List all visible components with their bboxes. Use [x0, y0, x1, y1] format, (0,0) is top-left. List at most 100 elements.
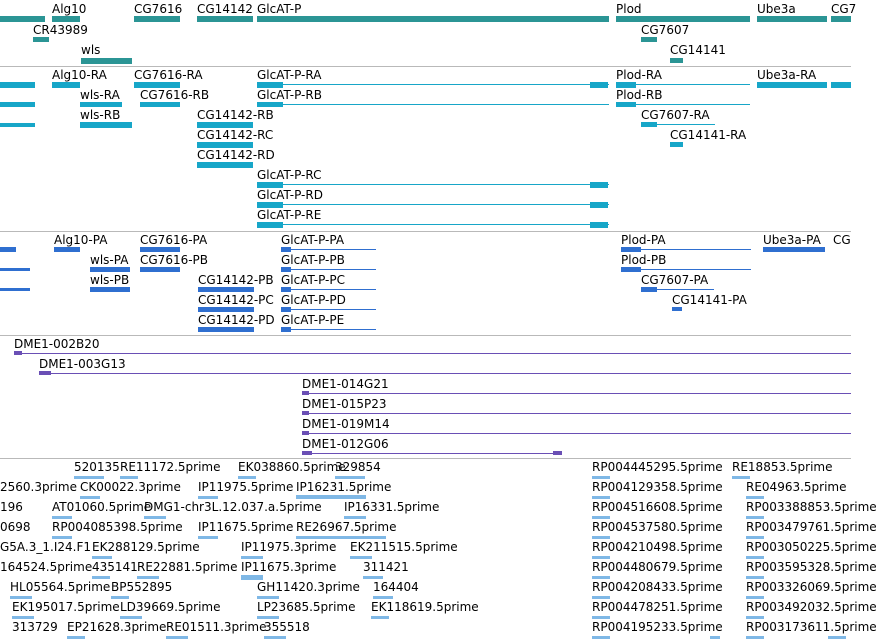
est-label[interactable]: DMG1-chr3L.12.037.a.5prime — [144, 500, 322, 514]
gene-label[interactable]: Ube3a — [757, 2, 796, 16]
est-feature[interactable] — [592, 616, 610, 619]
transcript-label[interactable]: Plod-RB — [616, 88, 663, 102]
transcript-feature[interactable] — [197, 162, 253, 168]
est-label[interactable]: CK00022.3prime — [80, 480, 181, 494]
transcript-feature[interactable] — [197, 122, 253, 128]
transcript-feature[interactable] — [257, 82, 283, 88]
est-feature[interactable] — [371, 616, 389, 619]
clone-end[interactable] — [302, 411, 309, 415]
protein-feature[interactable] — [641, 287, 657, 292]
transcript-label[interactable]: GlcAT-P-RB — [257, 88, 322, 102]
est-feature[interactable] — [74, 476, 104, 479]
est-feature[interactable] — [296, 536, 386, 539]
est-feature[interactable] — [828, 636, 846, 639]
transcript-label[interactable]: GlcAT-P-RD — [257, 188, 323, 202]
est-label[interactable]: RP004516608.5prime — [592, 500, 723, 514]
transcript-label[interactable]: CG7616-RA — [134, 68, 203, 82]
protein-feature[interactable] — [621, 267, 641, 272]
clone-label[interactable]: DME1-002B20 — [14, 337, 100, 351]
est-label[interactable]: IP11975.5prime — [198, 480, 294, 494]
gene-label[interactable]: wls — [81, 43, 101, 57]
protein-label[interactable]: wls-PB — [90, 273, 130, 287]
transcript-feature[interactable] — [831, 82, 851, 88]
transcript-feature[interactable] — [134, 82, 180, 88]
est-feature[interactable] — [373, 596, 393, 599]
clone-label[interactable]: DME1-003G13 — [39, 357, 126, 371]
est-feature[interactable] — [746, 516, 764, 519]
est-feature[interactable] — [592, 476, 610, 479]
est-feature[interactable] — [10, 596, 32, 599]
protein-label[interactable]: CG7607-PA — [641, 273, 709, 287]
transcript-feature[interactable] — [590, 222, 608, 228]
est-label[interactable]: 435141 — [92, 560, 138, 574]
protein-feature[interactable] — [90, 267, 130, 272]
est-label[interactable]: RP004208433.5prime — [592, 580, 723, 594]
est-feature[interactable] — [710, 636, 720, 639]
clone-end[interactable] — [302, 391, 309, 395]
est-feature[interactable] — [166, 636, 188, 639]
protein-label[interactable]: GlcAT-P-PE — [281, 313, 345, 327]
est-feature[interactable] — [746, 576, 764, 579]
transcript-label[interactable]: wls-RB — [80, 108, 121, 122]
est-label[interactable]: RP003479761.5prime — [746, 520, 877, 534]
protein-label[interactable]: CG7616-PB — [140, 253, 209, 267]
est-label[interactable]: HL05564.5prime — [10, 580, 111, 594]
transcript-label[interactable]: CG14142-RC — [197, 128, 274, 142]
transcript-feature[interactable] — [0, 123, 35, 127]
gene-feature[interactable] — [81, 58, 132, 64]
est-feature[interactable] — [137, 576, 159, 579]
protein-label[interactable]: GlcAT-P-PA — [281, 233, 345, 247]
protein-feature[interactable] — [763, 247, 825, 252]
est-label[interactable]: RP003173611.5prime — [746, 620, 877, 634]
transcript-label[interactable]: GlcAT-P-RC — [257, 168, 322, 182]
est-feature[interactable] — [52, 536, 72, 539]
est-feature[interactable] — [144, 516, 166, 519]
protein-feature[interactable] — [281, 327, 291, 332]
clone-label[interactable]: DME1-015P23 — [302, 397, 387, 411]
transcript-feature[interactable] — [80, 102, 122, 107]
transcript-feature[interactable] — [616, 102, 636, 107]
est-feature[interactable] — [344, 516, 366, 519]
est-feature[interactable] — [241, 556, 263, 559]
est-feature[interactable] — [746, 636, 764, 639]
est-label[interactable]: RP003595328.5prime — [746, 560, 877, 574]
protein-label[interactable]: GlcAT-P-PB — [281, 253, 345, 267]
est-feature[interactable] — [198, 496, 218, 499]
protein-feature[interactable] — [140, 267, 180, 272]
transcript-label[interactable]: CG14142-RB — [197, 108, 274, 122]
protein-label[interactable]: CG14142-PD — [198, 313, 275, 327]
est-label[interactable]: RE01511.3prime — [166, 620, 267, 634]
est-feature[interactable] — [363, 576, 383, 579]
clone-end[interactable] — [39, 371, 51, 375]
est-label[interactable]: RE04963.5prime — [746, 480, 847, 494]
gene-label[interactable]: CG7607 — [641, 23, 690, 37]
est-label[interactable]: 196 — [0, 500, 23, 514]
est-label[interactable]: RP004129358.5prime — [592, 480, 723, 494]
gene-feature[interactable] — [831, 16, 851, 22]
est-label[interactable]: LD39669.5prime — [120, 600, 221, 614]
protein-label[interactable]: CG14141-PA — [672, 293, 747, 307]
est-feature[interactable] — [746, 596, 764, 599]
est-feature[interactable] — [12, 616, 34, 619]
protein-feature[interactable] — [198, 287, 254, 292]
est-label[interactable]: RP004478251.5prime — [592, 600, 723, 614]
protein-label[interactable]: Ube3a-PA — [763, 233, 821, 247]
est-label[interactable]: RP003326069.5prime — [746, 580, 877, 594]
protein-feature[interactable] — [140, 247, 180, 252]
est-feature[interactable] — [52, 516, 72, 519]
gene-label[interactable]: GlcAT-P — [257, 2, 302, 16]
est-feature[interactable] — [335, 476, 365, 479]
est-feature[interactable] — [198, 536, 218, 539]
est-label[interactable]: BP552895 — [111, 580, 173, 594]
est-label[interactable]: EK211515.5prime — [350, 540, 458, 554]
est-label[interactable]: GH11420.3prime — [257, 580, 360, 594]
est-label[interactable]: G5A.3_1.I24.F1 — [0, 540, 91, 554]
transcript-feature[interactable] — [257, 182, 283, 188]
est-label[interactable]: 311421 — [363, 560, 409, 574]
gene-feature[interactable] — [33, 37, 49, 42]
est-feature[interactable] — [238, 476, 256, 479]
est-feature[interactable] — [111, 596, 129, 599]
est-feature[interactable] — [264, 636, 286, 639]
est-feature[interactable] — [241, 575, 263, 580]
gene-feature[interactable] — [52, 16, 80, 22]
